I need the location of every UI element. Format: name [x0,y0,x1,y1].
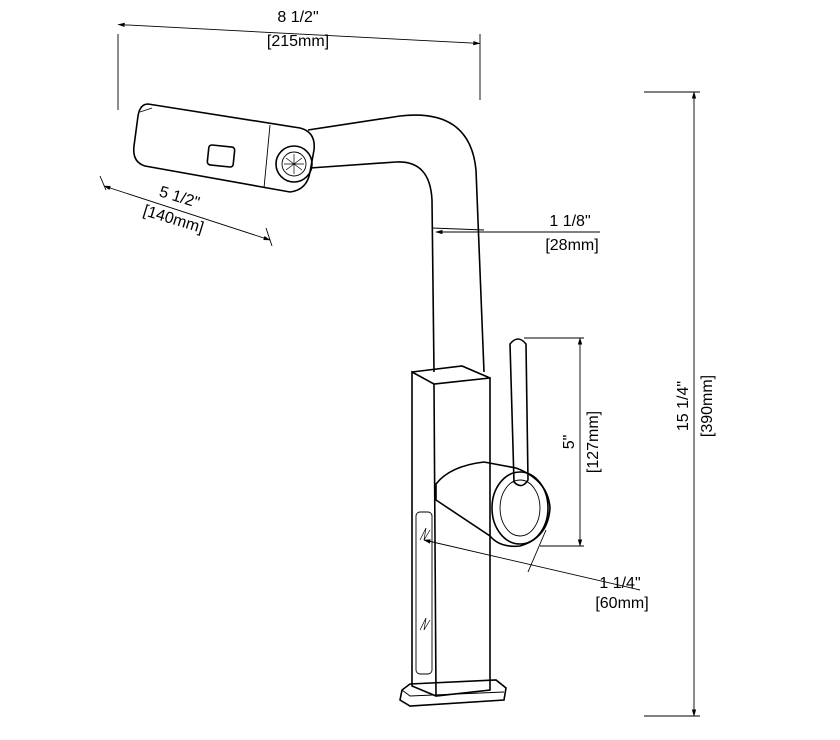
dim-neck: 1 1/8" [28mm] [435,213,600,254]
faucet-outline [132,103,551,707]
dim-width-top: 8 1/2" [215mm] [117,9,481,110]
width-top-imperial: 8 1/2" [277,9,318,26]
spout-arm [307,114,485,373]
spray-toggle-button [206,144,236,168]
spray-head [132,103,316,193]
dim-base: 1 1/4" [60mm] [423,529,649,612]
display-window [415,511,433,675]
faucet-body [411,370,491,697]
total-height-imperial: 15 1/4" [675,381,692,431]
dim-spout-length: 5 1/2" [140mm] [99,175,273,247]
base-imperial: 1 1/4" [599,575,640,592]
handle-height-metric: [127mm] [585,411,602,473]
base-metric: [60mm] [595,595,648,612]
faucet-base [399,679,507,707]
handle-lever [509,338,529,487]
width-top-metric: [215mm] [267,33,329,50]
handle-height-imperial: 5" [561,435,578,450]
dim-total-height: 15 1/4" [390mm] [644,91,716,717]
neck-imperial: 1 1/8" [549,213,590,230]
neck-metric: [28mm] [545,237,598,254]
dim-handle-height: 5" [127mm] [524,337,602,547]
nozzle-face [275,145,313,183]
total-height-metric: [390mm] [699,375,716,437]
handle-hub [435,461,551,548]
